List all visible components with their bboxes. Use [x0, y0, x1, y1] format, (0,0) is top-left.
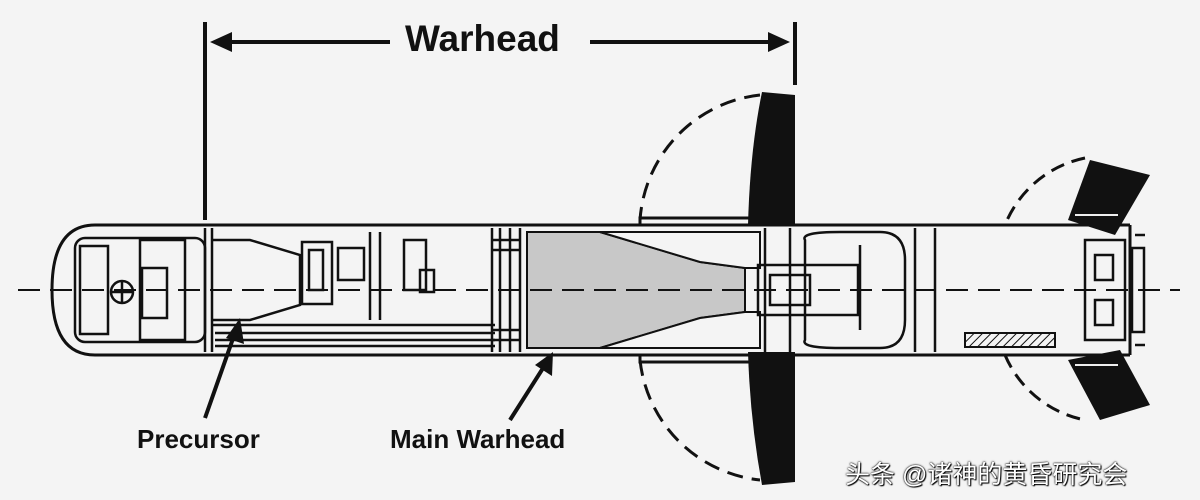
- hatched-block: [964, 332, 1056, 348]
- warhead-dimension-bracket: [203, 22, 797, 220]
- missile-body: [50, 216, 1132, 364]
- watermark: 头条 @诸神的黄昏研究会: [845, 461, 1128, 489]
- forward-wings: [638, 92, 795, 485]
- warhead-dimension-label: Warhead: [405, 18, 560, 59]
- precursor-arrow: [203, 318, 244, 419]
- main-warhead-label: Main Warhead: [390, 424, 566, 454]
- precursor-section: [203, 228, 495, 352]
- precursor-label: Precursor: [137, 424, 260, 454]
- tail-fins: [1003, 156, 1150, 422]
- main-warhead-arrow: [508, 352, 553, 422]
